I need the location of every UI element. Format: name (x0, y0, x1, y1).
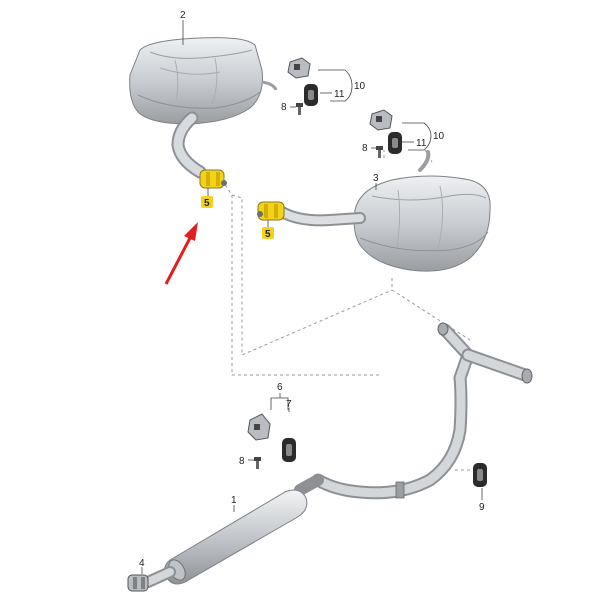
pipe-clamp-upper (199, 169, 227, 189)
part-label-3: 3 (373, 173, 379, 184)
part-label-4: 4 (139, 558, 145, 569)
bolt-lower (254, 457, 261, 469)
rubber-mount-middle (388, 132, 402, 154)
rubber-mount-right (473, 463, 487, 487)
part-label-5-lower: 5 (265, 229, 271, 240)
part-label-5-upper: 5 (204, 198, 210, 209)
part-label-8-lower: 8 (239, 456, 245, 467)
front-clamp (127, 574, 149, 592)
y-pipe (311, 322, 533, 500)
part-label-2: 2 (180, 10, 186, 21)
bolt-upper (296, 103, 303, 115)
part-label-11-middle: 11 (416, 138, 427, 149)
part-label-8-middle: 8 (362, 143, 368, 154)
part-5-badge-lower (262, 227, 274, 239)
hanger-bracket-middle (369, 109, 393, 131)
rear-silencer (129, 37, 278, 125)
bolt-middle (376, 146, 383, 158)
part-label-10-upper: 10 (354, 81, 366, 92)
center-silencer-inlet-pipe (276, 206, 366, 227)
part-5-badge-upper (201, 196, 213, 208)
leader-lines (141, 20, 483, 574)
red-arrow-icon (164, 222, 198, 285)
hanger-bracket-upper (287, 57, 311, 79)
part-label-10-middle: 10 (433, 131, 445, 142)
part-label-9: 9 (479, 502, 485, 513)
pipe-clamp-lower (257, 201, 285, 221)
rubber-mount-lower (282, 438, 296, 462)
silencer-inlet-pipe (171, 111, 207, 179)
front-silencer (142, 474, 324, 588)
part-label-6: 6 (277, 382, 283, 393)
hanger-bracket-lower (247, 413, 271, 441)
part-label-7: 7 (286, 399, 292, 410)
part-label-8-upper: 8 (281, 102, 287, 113)
part-label-11-upper: 11 (334, 89, 345, 100)
part-label-1: 1 (231, 495, 237, 506)
rubber-mount-upper (304, 84, 318, 106)
center-silencer (353, 150, 491, 272)
